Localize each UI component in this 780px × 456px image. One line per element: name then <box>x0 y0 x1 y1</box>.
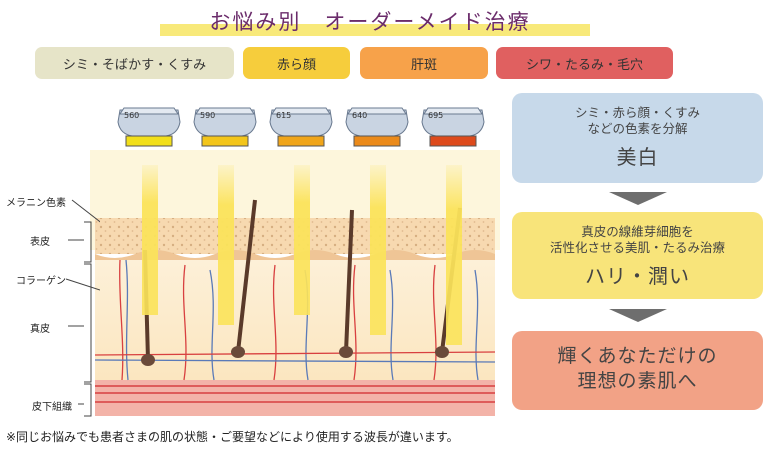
footnote: ※同じお悩みでも患者さまの肌の状態・ご要望などにより使用する波長が違います。 <box>6 430 459 444</box>
effect-sub-line: シミ・赤ら顔・くすみ <box>574 105 700 120</box>
effect-title: ハリ・潤い <box>585 264 690 288</box>
handpiece-615: 615 <box>269 107 333 147</box>
filter-590 <box>201 135 249 147</box>
concern-label: 肝斑 <box>410 57 437 73</box>
handpiece-590: 590 <box>193 107 257 147</box>
filter-560 <box>125 135 173 147</box>
filter-695 <box>429 135 477 147</box>
filter-615 <box>277 135 325 147</box>
effect-box-firmness: 真皮の線維芽細胞を 活性化させる美肌・たるみ治療 ハリ・潤い <box>512 212 763 299</box>
label-subcutaneous: 皮下組織 <box>32 402 72 413</box>
concern-tab-melasma[interactable]: 肝斑 <box>360 47 488 79</box>
label-dermis: 真皮 <box>30 324 50 335</box>
page-title: お悩み別 オーダーメイド治療 <box>150 6 590 38</box>
concern-tab-wrinkles[interactable]: シワ・たるみ・毛穴 <box>496 47 673 79</box>
effect-box-ideal-skin: 輝くあなただけの 理想の素肌へ <box>512 331 763 410</box>
handpiece-560: 560 <box>117 107 181 147</box>
title-text: お悩み別 オーダーメイド治療 <box>209 10 531 34</box>
concern-label: シワ・たるみ・毛穴 <box>525 57 643 73</box>
down-arrow-icon <box>609 192 667 205</box>
skin-cross-section-diagram: 560 590 615 640 695 <box>90 107 500 416</box>
handpiece-640: 640 <box>345 107 409 147</box>
effect-title: 美白 <box>616 145 659 169</box>
label-melanin: メラニン色素 <box>6 198 66 209</box>
concern-label: シミ・そばかす・くすみ <box>62 57 207 73</box>
effect-title: 理想の素肌へ <box>577 370 698 392</box>
effect-sub-line: 活性化させる美肌・たるみ治療 <box>549 240 725 255</box>
label-epidermis: 表皮 <box>30 237 50 248</box>
concern-tab-spots[interactable]: シミ・そばかす・くすみ <box>35 47 234 79</box>
effect-title: 輝くあなただけの <box>557 345 718 367</box>
label-pointer-lines <box>65 199 100 417</box>
wavelength-label: 695 <box>428 111 443 120</box>
title-highlight <box>160 24 590 36</box>
effect-box-whitening: シミ・赤ら顔・くすみ などの色素を分解 美白 <box>512 93 763 183</box>
concern-label: 赤ら顔 <box>276 57 316 73</box>
effect-sub-line: などの色素を分解 <box>587 121 688 136</box>
down-arrow-icon <box>609 309 667 322</box>
wavelength-label: 560 <box>124 111 139 120</box>
wavelength-label: 640 <box>352 111 367 120</box>
label-collagen: コラーゲン <box>16 276 66 287</box>
concern-tab-redness[interactable]: 赤ら顔 <box>243 47 350 79</box>
wavelength-label: 590 <box>200 111 215 120</box>
effect-sub-line: 真皮の線維芽細胞を <box>581 224 694 239</box>
handpiece-695: 695 <box>421 107 485 147</box>
wavelength-label: 615 <box>276 111 291 120</box>
subcutaneous-vessels <box>95 385 495 403</box>
filter-640 <box>353 135 401 147</box>
ipl-handpieces: 560 590 615 640 695 <box>117 107 485 147</box>
blood-vessels <box>94 259 496 381</box>
light-beams <box>142 165 462 345</box>
